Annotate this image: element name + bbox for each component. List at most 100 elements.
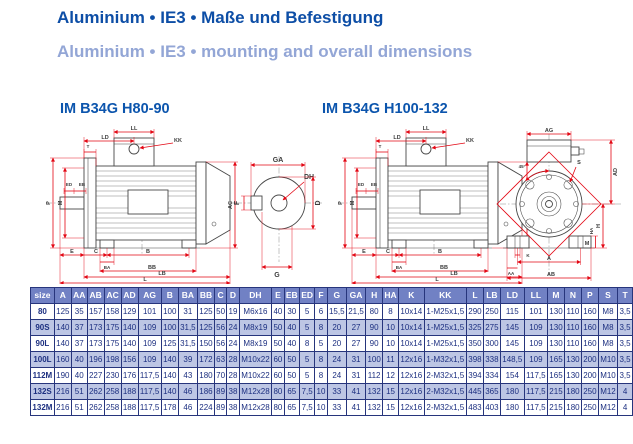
value-cell: 3,5 xyxy=(617,367,633,384)
diagram-title-h80-90: IM B34G H80-90 xyxy=(60,101,170,117)
value-cell: 7,5 xyxy=(298,383,316,400)
value-cell: 2-M32x1,5 xyxy=(423,383,467,400)
value-cell: 227 xyxy=(86,367,105,384)
value-cell: 176 xyxy=(120,367,139,384)
value-cell: 90 xyxy=(365,335,384,352)
value-cell: 90 xyxy=(365,319,384,336)
value-cell: 27 xyxy=(345,319,367,336)
value-cell: 12x16 xyxy=(397,399,425,416)
center-tap-hole xyxy=(270,194,288,212)
foot-left xyxy=(506,235,530,249)
value-cell: 19 xyxy=(226,303,240,320)
value-cell: 50 xyxy=(213,303,228,320)
value-cell: 215 xyxy=(547,399,565,416)
value-cell: 30 xyxy=(283,303,300,320)
value-cell: 160 xyxy=(580,319,599,336)
value-cell: 190 xyxy=(53,367,72,384)
value-cell: 4 xyxy=(617,399,633,416)
value-cell: 130 xyxy=(547,303,565,320)
value-cell: 3,5 xyxy=(617,335,633,352)
value-cell: 150 xyxy=(196,335,215,352)
value-cell: 40 xyxy=(271,303,285,320)
diagram-title-h100-132: IM B34G H100-132 xyxy=(322,101,448,117)
value-cell: 24 xyxy=(326,351,347,368)
dim-label-DH: DH xyxy=(304,174,314,181)
column-header-ed: ED xyxy=(298,287,316,304)
value-cell: M12 xyxy=(597,383,619,400)
value-cell: M10 xyxy=(597,351,619,368)
value-cell: 5 xyxy=(298,303,316,320)
column-header-e: E xyxy=(271,287,285,304)
value-cell: 154 xyxy=(499,367,525,384)
value-cell: 31,5 xyxy=(177,319,198,336)
value-cell: 156 xyxy=(120,351,139,368)
column-header-b: B xyxy=(160,287,179,304)
flange-hole xyxy=(563,180,573,190)
value-cell: 31 xyxy=(345,351,367,368)
value-cell: 35 xyxy=(70,303,88,320)
value-cell: 65 xyxy=(283,399,300,416)
value-cell: 24 xyxy=(326,367,347,384)
value-cell: 125 xyxy=(160,335,179,352)
value-cell: 12 xyxy=(382,367,399,384)
value-cell: M10x22 xyxy=(238,351,273,368)
column-header-aa: AA xyxy=(70,287,88,304)
dim-label-G: G xyxy=(274,272,280,279)
value-cell: 112 xyxy=(365,367,384,384)
value-cell: M10x22 xyxy=(238,367,273,384)
value-cell: 1-M25x1,5 xyxy=(423,303,467,320)
value-cell: 4 xyxy=(617,383,633,400)
size-cell: 132S xyxy=(30,383,55,400)
value-cell: 12x16 xyxy=(397,367,425,384)
value-cell: 110 xyxy=(563,303,582,320)
value-cell: 10 xyxy=(314,383,328,400)
value-cell: 109 xyxy=(523,351,549,368)
value-cell: M12x28 xyxy=(238,399,273,416)
value-cell: 216 xyxy=(53,383,72,400)
value-cell: 63 xyxy=(213,351,228,368)
value-cell: 41 xyxy=(345,383,367,400)
value-cell: 230 xyxy=(103,367,122,384)
key-slot xyxy=(250,195,263,211)
gland-side xyxy=(570,146,580,156)
value-cell: 403 xyxy=(482,399,501,416)
value-cell: 186 xyxy=(196,383,215,400)
value-cell: 31 xyxy=(345,367,367,384)
value-cell: 38 xyxy=(226,399,240,416)
column-header-ab: AB xyxy=(86,287,105,304)
value-cell: 3,5 xyxy=(617,303,633,320)
value-cell: 215 xyxy=(547,383,565,400)
value-cell: 15,5 xyxy=(326,303,347,320)
value-cell: 109 xyxy=(137,319,162,336)
flange-hole xyxy=(525,218,535,228)
value-cell: 178 xyxy=(160,399,179,416)
column-header-p: P xyxy=(580,287,599,304)
column-header-t: T xyxy=(617,287,633,304)
value-cell: 180 xyxy=(499,383,525,400)
value-cell: 140 xyxy=(160,367,179,384)
value-cell: 80 xyxy=(271,399,285,416)
value-cell: 275 xyxy=(482,319,501,336)
value-cell: 180 xyxy=(499,399,525,416)
value-cell: 117,5 xyxy=(137,367,162,384)
value-cell: 175 xyxy=(103,335,122,352)
value-cell: 5 xyxy=(298,367,316,384)
value-cell: 56 xyxy=(213,319,228,336)
value-cell: 41 xyxy=(345,399,367,416)
dim-label-GA: GA xyxy=(273,157,284,164)
page-title-german: Aluminium • IE3 • Maße und Befestigung xyxy=(57,8,384,27)
value-cell: 115 xyxy=(499,303,525,320)
value-cell: 130 xyxy=(563,351,582,368)
value-cell: M12x28 xyxy=(238,383,273,400)
value-cell: 10 xyxy=(314,399,328,416)
value-cell: 11 xyxy=(382,351,399,368)
value-cell: 70 xyxy=(213,367,228,384)
value-cell: 160 xyxy=(580,335,599,352)
value-cell: 8 xyxy=(382,303,399,320)
value-cell: 8 xyxy=(314,319,328,336)
value-cell: 2-M32x1,5 xyxy=(423,399,467,416)
value-cell: 31,5 xyxy=(177,335,198,352)
